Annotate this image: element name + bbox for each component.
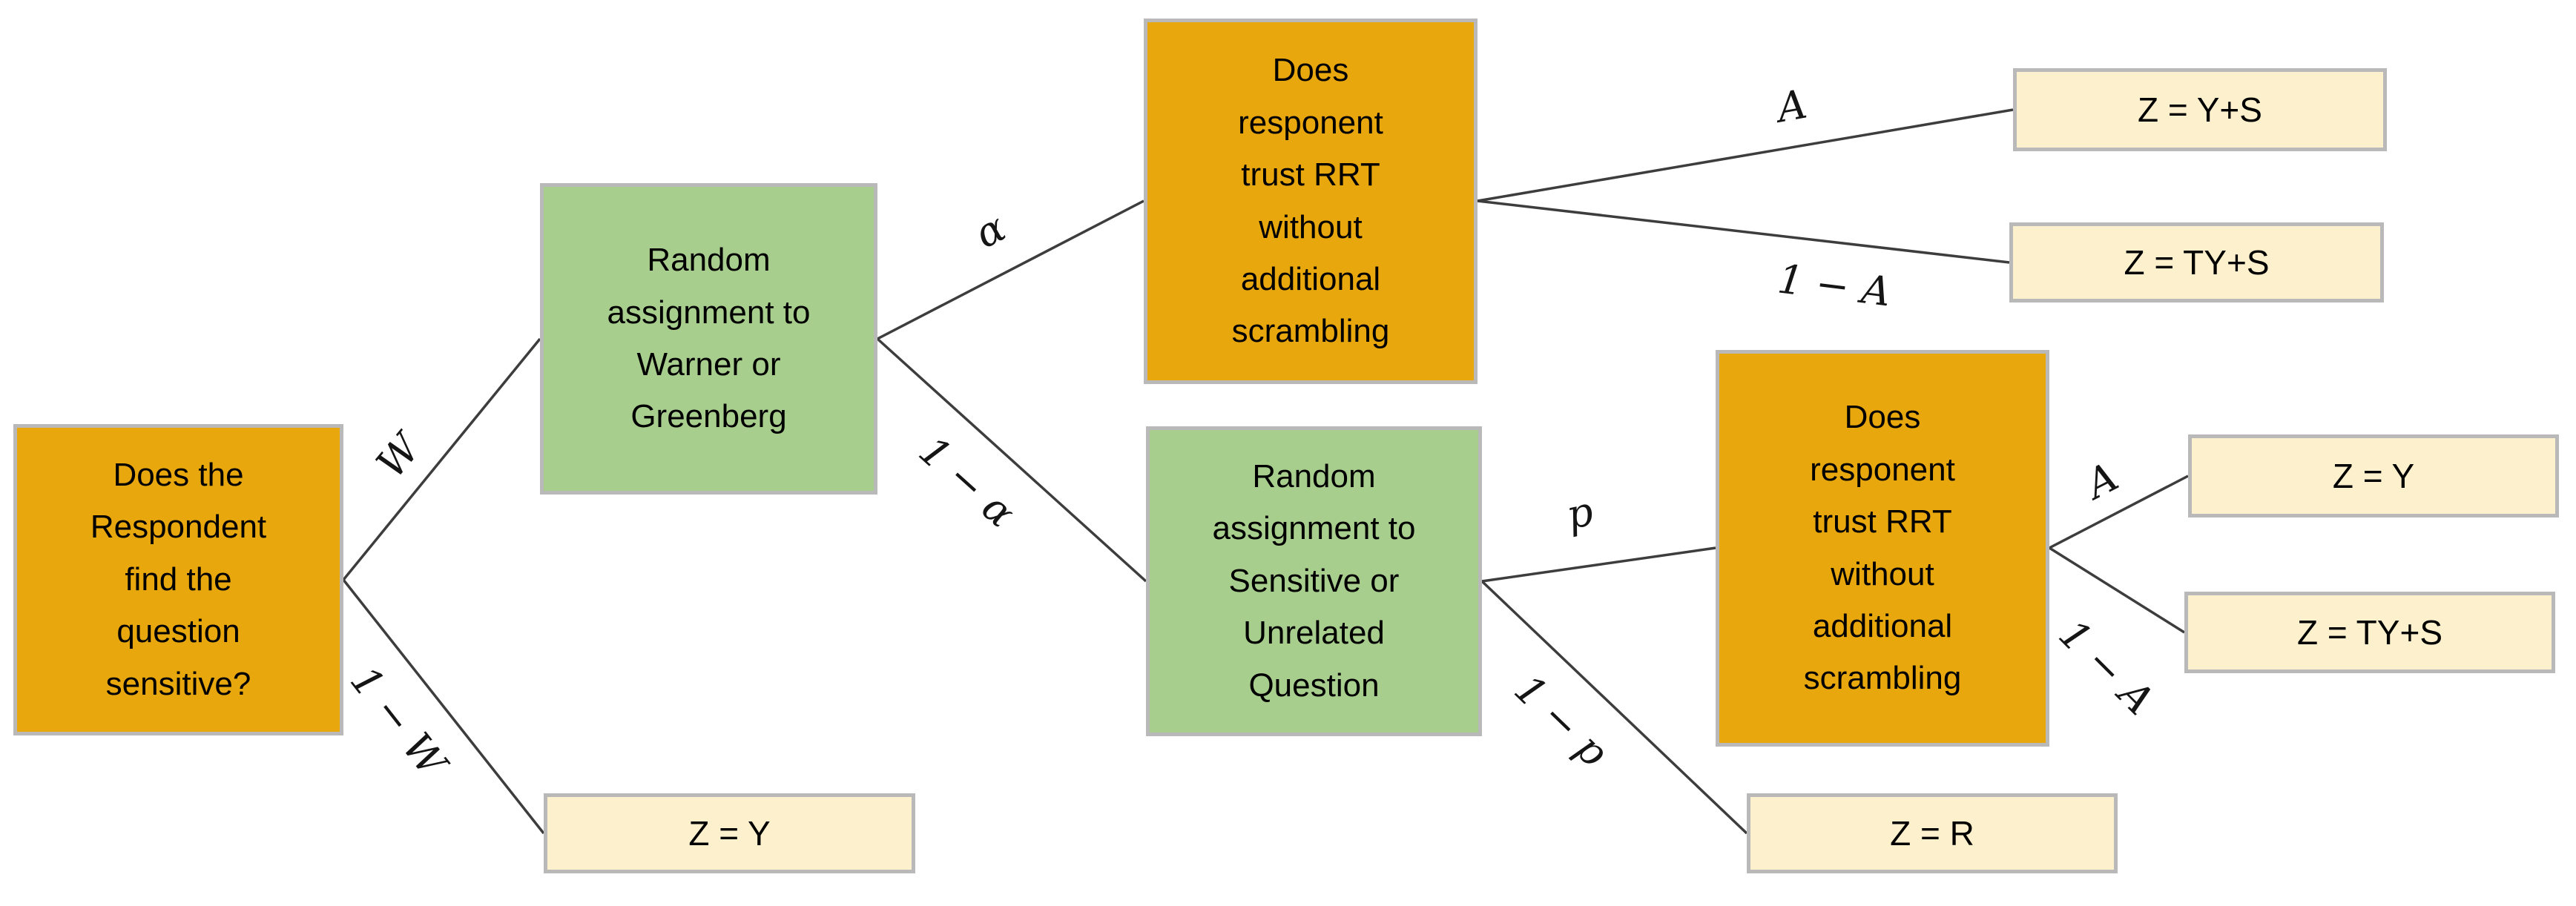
- edge-line-1-minus-alpha: [876, 337, 1147, 583]
- edge-line-a-top: [1477, 108, 2014, 202]
- node-trust-rrt-question-top: Does responent trust RRT without additio…: [1144, 19, 1478, 384]
- node-outcome-z-ys: Z = Y+S: [2013, 68, 2387, 151]
- node-sensitive-unrelated-assignment: Random assignment to Sensitive or Unrela…: [1146, 426, 1482, 736]
- node-outcome-z-r: Z = R: [1747, 793, 2118, 873]
- edge-line-1-minus-p: [1480, 580, 1748, 835]
- node-outcome-z-y-right: Z = Y: [2188, 434, 2559, 518]
- edge-line-a-right: [2049, 475, 2189, 549]
- edge-line-w: [342, 337, 541, 581]
- edge-line-alpha: [877, 199, 1144, 340]
- node-outcome-z-y-left: Z = Y: [544, 793, 915, 873]
- edge-line-1-minus-w: [342, 578, 545, 835]
- node-outcome-z-tys-right: Z = TY+S: [2184, 592, 2555, 673]
- edge-line-1-minus-a-top: [1477, 199, 2010, 264]
- node-outcome-z-tys-top: Z = TY+S: [2009, 222, 2384, 302]
- node-root-question: Does the Respondent find the question se…: [13, 424, 343, 735]
- edge-line-p: [1481, 546, 1716, 583]
- edge-line-1-minus-a-right: [2049, 546, 2185, 634]
- node-trust-rrt-question-bottom: Does responent trust RRT without additio…: [1716, 350, 2049, 747]
- node-warner-greenberg-assignment: Random assignment to Warner or Greenberg: [540, 183, 877, 495]
